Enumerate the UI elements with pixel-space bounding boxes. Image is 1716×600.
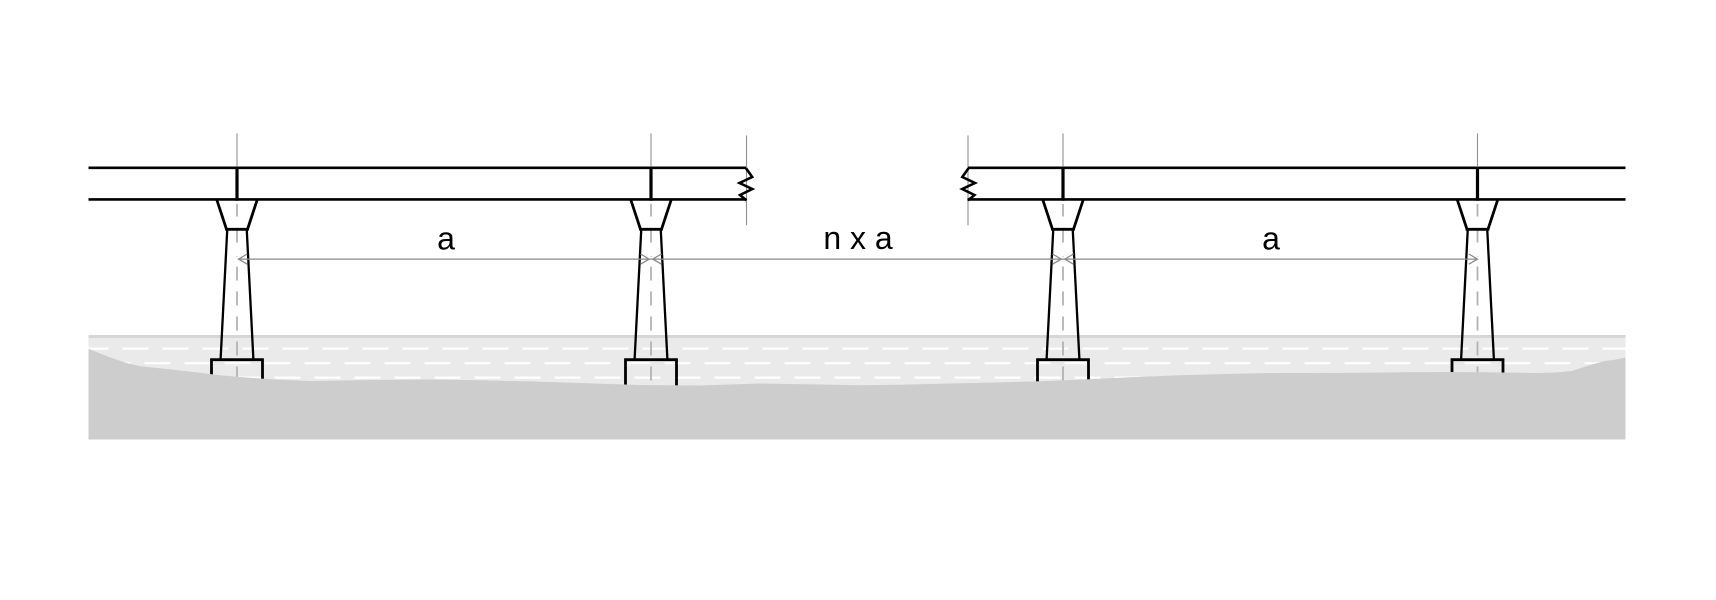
svg-text:a: a <box>437 221 455 257</box>
svg-text:n x a: n x a <box>823 220 893 256</box>
svg-text:a: a <box>1262 221 1280 257</box>
